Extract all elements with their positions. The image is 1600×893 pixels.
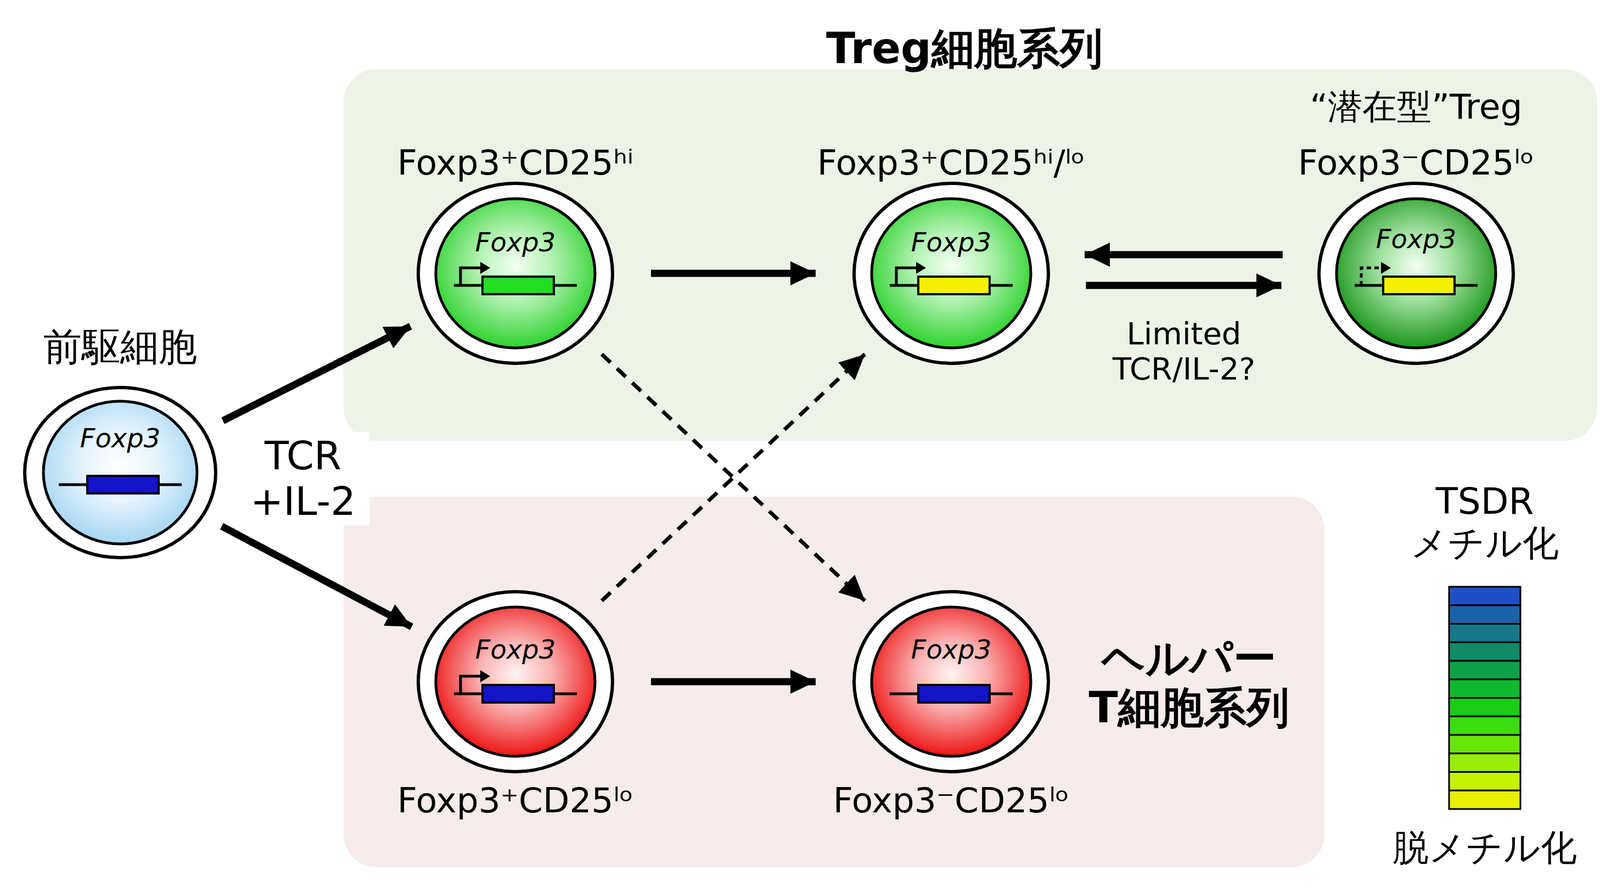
promoter-head — [916, 261, 926, 274]
promoter-head — [480, 261, 491, 274]
foxp3-gene — [1383, 276, 1455, 295]
scale-step — [1449, 772, 1521, 791]
foxp3-gene — [918, 276, 990, 295]
arrow — [222, 326, 411, 421]
scale-step — [1449, 790, 1521, 810]
nucleus — [871, 198, 1031, 348]
phenotype-label: Foxp3⁺CD25ˡᵒ — [397, 781, 634, 821]
cell: “潜在型”TregFoxp3⁻CD25ˡᵒFoxp3 — [1316, 181, 1516, 366]
phenotype-label: Foxp3⁻CD25ˡᵒ — [1298, 143, 1535, 183]
arrow — [650, 678, 816, 686]
scale-step — [1449, 679, 1521, 699]
scale-step — [1449, 753, 1521, 773]
dashed-arrow — [601, 354, 865, 601]
promoter-arrow — [1361, 267, 1385, 286]
foxp3-gene — [482, 276, 554, 295]
cell: Foxp3⁺CD25ʰⁱ/ˡᵒFoxp3 — [851, 181, 1051, 366]
dashed-arrow — [601, 354, 865, 601]
cell-drawing — [416, 181, 615, 366]
promoter-head — [480, 670, 491, 683]
scale-step — [1449, 734, 1521, 754]
gene-name: Foxp3 — [80, 423, 161, 454]
arrow — [221, 526, 412, 627]
arrow — [650, 270, 816, 278]
gene-name: Foxp3 — [475, 634, 556, 665]
phenotype-label: Foxp3⁺CD25ʰⁱ/ˡᵒ — [817, 143, 1086, 183]
cell-name: 前駆細胞 — [43, 324, 198, 370]
cell-membrane — [418, 591, 613, 772]
gene-name: Foxp3 — [475, 227, 556, 258]
cell-drawing — [851, 589, 1051, 774]
cell-name: “潜在型”Treg — [1310, 87, 1523, 127]
promoter-arrow — [460, 676, 484, 694]
cell-drawing — [1316, 181, 1516, 366]
gene-name: Foxp3 — [911, 227, 992, 258]
nucleus — [43, 401, 198, 544]
nucleus — [1336, 198, 1496, 348]
cell-membrane — [24, 387, 216, 558]
lineage-band: ヘルパー T細胞系列Foxp3Foxp3⁺CD25ˡᵒFoxp3Foxp3⁻CD… — [343, 496, 1325, 868]
nucleus — [435, 607, 595, 757]
stimulus-label: TCR +IL-2 — [236, 431, 370, 526]
scale-step — [1449, 605, 1521, 625]
arrow — [1084, 251, 1283, 259]
phenotype-label: Foxp3⁺CD25ʰⁱ — [397, 143, 634, 183]
phenotype-label: Foxp3⁻CD25ˡᵒ — [833, 781, 1070, 821]
nucleus — [871, 607, 1031, 757]
scale-step — [1449, 624, 1521, 643]
nucleus — [435, 198, 595, 348]
cell-drawing — [851, 181, 1051, 366]
edge-label: Limited TCR/IL-2? — [1081, 315, 1287, 389]
cell: Foxp3Foxp3⁺CD25ˡᵒ — [416, 589, 615, 774]
cell: 前駆細胞Foxp3 — [22, 385, 218, 560]
lineage-title: ヘルパー T細胞系列 — [1070, 633, 1307, 733]
lineage-band: Treg細胞系列Foxp3⁺CD25ʰⁱFoxp3Foxp3⁺CD25ʰⁱ/ˡᵒ… — [343, 69, 1598, 441]
promoter-arrow — [896, 267, 920, 286]
scale-step — [1449, 698, 1521, 717]
cell-membrane — [854, 183, 1049, 364]
foxp3-gene — [482, 685, 554, 703]
cell: Foxp3Foxp3⁻CD25ˡᵒ — [851, 589, 1051, 774]
scale-step — [1449, 716, 1521, 735]
foxp3-gene — [87, 475, 159, 494]
cell-drawing — [22, 385, 218, 560]
scale-step — [1449, 660, 1521, 680]
legend-label: 脱メチル化 — [1392, 827, 1577, 869]
lineage-title: Treg細胞系列 — [826, 24, 1103, 74]
legend-label: TSDR メチル化 — [1402, 480, 1568, 565]
promoter-head — [1380, 261, 1391, 274]
gene-name: Foxp3 — [1376, 223, 1457, 255]
gene-name: Foxp3 — [911, 634, 992, 665]
cell-membrane — [418, 183, 613, 364]
promoter-arrow — [460, 267, 484, 286]
cell-membrane — [1318, 183, 1514, 364]
cell-membrane — [854, 591, 1049, 772]
cell-drawing — [416, 589, 615, 774]
scale-step — [1449, 642, 1521, 661]
foxp3-gene — [918, 685, 990, 703]
scale-step — [1449, 586, 1521, 606]
cell: Foxp3⁺CD25ʰⁱFoxp3 — [416, 181, 615, 366]
arrow — [1085, 282, 1282, 290]
